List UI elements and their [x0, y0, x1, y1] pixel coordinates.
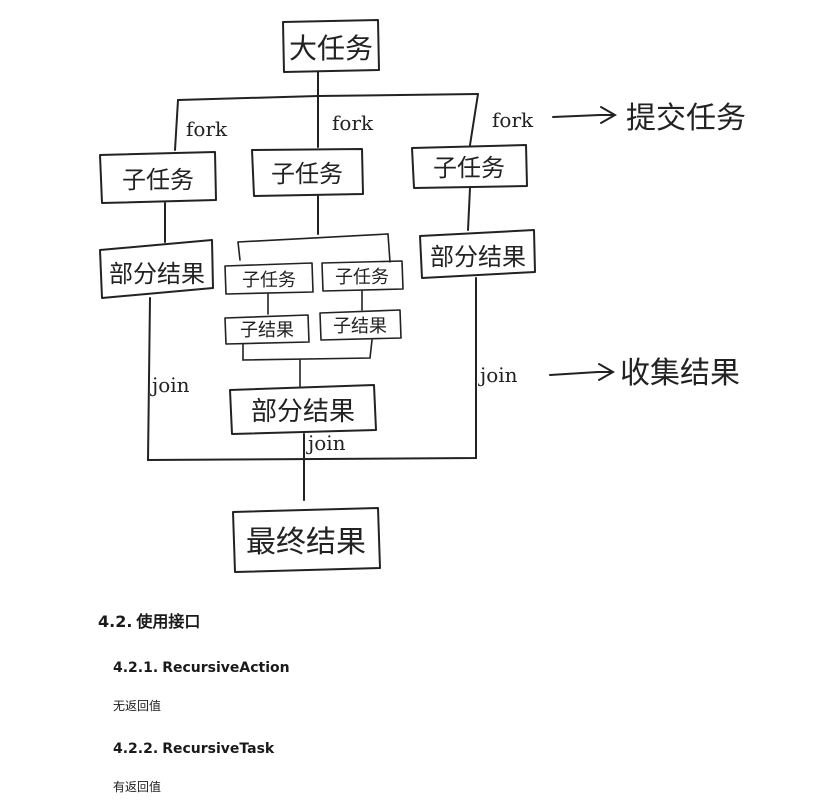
svg-text:子任务: 子任务	[271, 160, 343, 188]
fork-label: fork	[492, 108, 534, 132]
section-heading: 4.2.使用接口	[98, 608, 200, 632]
svg-text:部分结果: 部分结果	[430, 243, 526, 271]
section-number: 4.2.	[98, 612, 133, 631]
subsection-heading: 4.2.1.RecursiveAction	[113, 660, 290, 676]
nested-subtask-node-2: 子任务	[321, 260, 404, 292]
svg-text:子任务: 子任务	[433, 154, 505, 182]
subtask-node-2: 子任务	[251, 148, 364, 197]
fork-connectors	[174, 71, 479, 151]
fork-join-diagram: 大任务 fork fork fork 提交任务 子任务 子任务 子任务 部分	[99, 19, 746, 573]
nested-result-node-2: 子结果	[319, 309, 402, 341]
svg-text:大任务: 大任务	[289, 32, 373, 65]
svg-text:子任务: 子任务	[122, 166, 194, 194]
partial-result-node-3: 部分结果	[419, 229, 536, 279]
big-task-node: 大任务	[282, 19, 380, 73]
partial-result-node-2: 部分结果	[229, 384, 377, 435]
collect-arrow	[549, 363, 616, 381]
join-label: join	[478, 363, 518, 387]
partial-result-node-1: 部分结果	[99, 239, 214, 299]
final-result-node: 最终结果	[232, 507, 381, 573]
subsection-number: 4.2.1.	[113, 660, 159, 676]
submit-arrow	[552, 106, 618, 124]
subsection-title: RecursiveAction	[162, 660, 290, 676]
join-connectors	[146, 277, 477, 501]
subsection-heading: 4.2.2.RecursiveTask	[113, 741, 274, 757]
subsection-text: 有返回值	[113, 780, 162, 794]
nested-fork-group	[237, 233, 391, 387]
submit-task-note: 提交任务	[626, 101, 746, 136]
collect-result-note: 收集结果	[620, 356, 740, 391]
subtask-node-1: 子任务	[99, 151, 217, 204]
svg-text:部分结果: 部分结果	[109, 260, 205, 288]
subsection-number: 4.2.2.	[113, 741, 159, 757]
subsection-title: RecursiveTask	[162, 741, 275, 757]
nested-connectors	[267, 290, 363, 315]
fork-label: fork	[332, 111, 374, 135]
svg-text:子任务: 子任务	[242, 270, 296, 291]
fork-label: fork	[186, 117, 228, 141]
subsection-text: 无返回值	[113, 699, 162, 713]
section-title: 使用接口	[136, 612, 201, 631]
subtask-node-3: 子任务	[411, 144, 528, 189]
join-label: join	[306, 431, 346, 455]
svg-text:部分结果: 部分结果	[251, 397, 355, 427]
subtask-connectors	[164, 187, 471, 243]
svg-text:子结果: 子结果	[333, 316, 387, 337]
svg-text:子结果: 子结果	[240, 320, 294, 341]
svg-text:最终结果: 最终结果	[246, 525, 366, 560]
nested-subtask-node-1: 子任务	[224, 262, 314, 295]
svg-text:子任务: 子任务	[335, 267, 389, 288]
join-label: join	[150, 373, 190, 397]
nested-result-node-1: 子结果	[224, 314, 310, 345]
